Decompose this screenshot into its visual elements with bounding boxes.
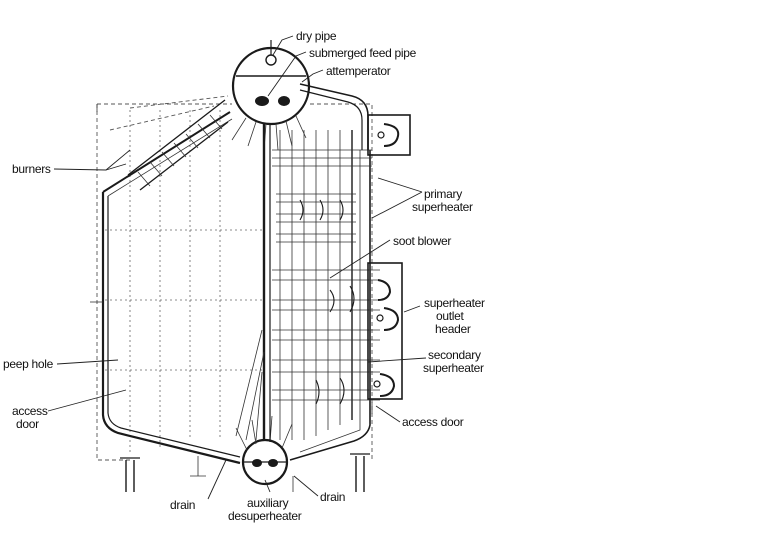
boiler-casing: [96, 103, 373, 462]
secondary-superheater: [272, 269, 380, 405]
attemperator-pipe: [299, 83, 369, 150]
label-superheater-outlet-header-3: header: [435, 322, 471, 336]
burners: [109, 95, 229, 191]
label-access-door-left-1: access: [12, 404, 48, 418]
label-drain-left: drain: [170, 498, 195, 512]
support-legs: [120, 453, 370, 492]
label-drain-right: drain: [320, 490, 345, 504]
label-secondary-superheater-2: superheater: [423, 361, 484, 375]
label-attemperator: attemperator: [326, 64, 391, 78]
label-dry-pipe: dry pipe: [296, 29, 337, 43]
label-soot-blower: soot blower: [393, 234, 451, 248]
label-superheater-outlet-header-1: superheater: [424, 296, 485, 310]
label-auxiliary-desuperheater-2: desuperheater: [228, 509, 302, 523]
label-access-door-right: access door: [402, 415, 464, 429]
label-access-door-left-2: door: [16, 417, 39, 431]
tube-bank: [235, 124, 371, 461]
label-primary-superheater-2: superheater: [412, 200, 473, 214]
label-auxiliary-desuperheater-1: auxiliary: [247, 496, 289, 510]
label-peep-hole: peep hole: [3, 357, 54, 371]
label-burners: burners: [12, 162, 51, 176]
furnace-wall: [90, 111, 241, 465]
superheater-headers: [367, 114, 411, 414]
label-primary-superheater-1: primary: [424, 187, 462, 201]
steam-drum: [231, 40, 311, 151]
label-submerged-feed-pipe: submerged feed pipe: [309, 46, 417, 60]
label-secondary-superheater-1: secondary: [428, 348, 481, 362]
labels: dry pipe submerged feed pipe attemperato…: [3, 29, 485, 523]
leader-lines: [47, 35, 427, 500]
label-superheater-outlet-header-2: outlet: [436, 309, 465, 323]
primary-superheater: [272, 149, 372, 243]
